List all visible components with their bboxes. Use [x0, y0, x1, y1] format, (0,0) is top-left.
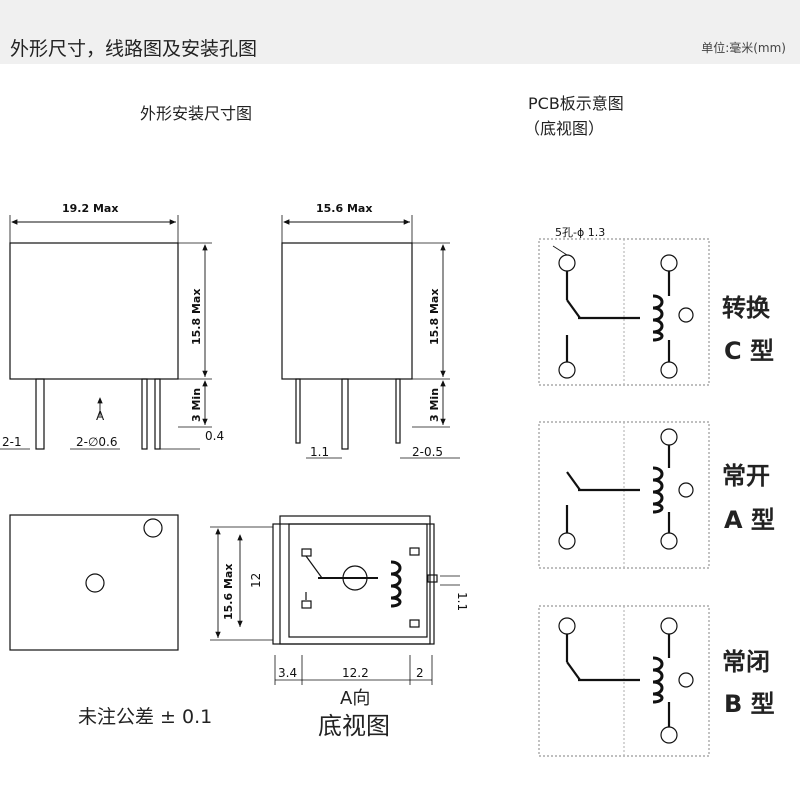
unit-label: 单位:毫米(mm): [701, 41, 786, 55]
bottom-view: [210, 515, 460, 685]
dim-width: 19.2 Max: [62, 202, 118, 215]
dim-pin-side: 3 Min: [428, 388, 441, 422]
outline-title: 外形安装尺寸图: [140, 104, 253, 123]
dim-pin-front: 3 Min: [190, 388, 203, 422]
dim-thick-a: 1.1: [310, 445, 329, 459]
dim-thick-b: 2-0.5: [412, 445, 443, 459]
type-c-line2: C 型: [724, 337, 774, 365]
pcb-b-type: [538, 605, 710, 757]
view-a-label: A向: [340, 688, 371, 709]
dim-bottom-2: 2: [416, 666, 424, 680]
type-b-line2: B 型: [724, 690, 775, 718]
pcb-subtitle: （底视图）: [524, 119, 605, 138]
dim-bottom-12: 12: [249, 573, 263, 588]
pcb-title: PCB板示意图: [528, 94, 624, 113]
page-title: 外形尺寸，线路图及安装孔图: [10, 38, 258, 60]
type-a-line1: 常开: [722, 462, 770, 490]
dim-depth: 15.6 Max: [316, 202, 372, 215]
front-view: [0, 215, 212, 450]
dim-pin-a: 2-1: [2, 435, 22, 449]
pcb-c-type: [538, 238, 710, 386]
dim-pin-dia: 2-∅0.6: [76, 435, 118, 449]
dim-height-side: 15.8 Max: [428, 289, 441, 345]
dim-height-front: 15.8 Max: [190, 289, 203, 345]
type-c-line1: 转换: [722, 294, 770, 322]
type-a-line2: A 型: [724, 506, 775, 534]
bottom-view-label: 底视图: [318, 712, 390, 740]
tolerance-note: 未注公差 ± 0.1: [78, 706, 213, 728]
pcb-a-type: [538, 421, 710, 569]
dim-bottom-11: 1.1: [455, 592, 469, 611]
type-b-line1: 常闭: [722, 648, 770, 676]
dim-offset: 0.4: [205, 429, 224, 443]
dim-bottom-34: 3.4: [278, 666, 297, 680]
pcb-hole-note: 5孔-ϕ 1.3: [555, 226, 605, 239]
view-arrow-label: A: [96, 409, 105, 423]
dim-bottom-122: 12.2: [342, 666, 369, 680]
dim-bottom-height: 15.6 Max: [222, 564, 235, 620]
header-bar: 外形尺寸，线路图及安装孔图 单位:毫米(mm): [0, 0, 800, 64]
side-view: [281, 215, 460, 459]
top-view: [9, 514, 179, 651]
